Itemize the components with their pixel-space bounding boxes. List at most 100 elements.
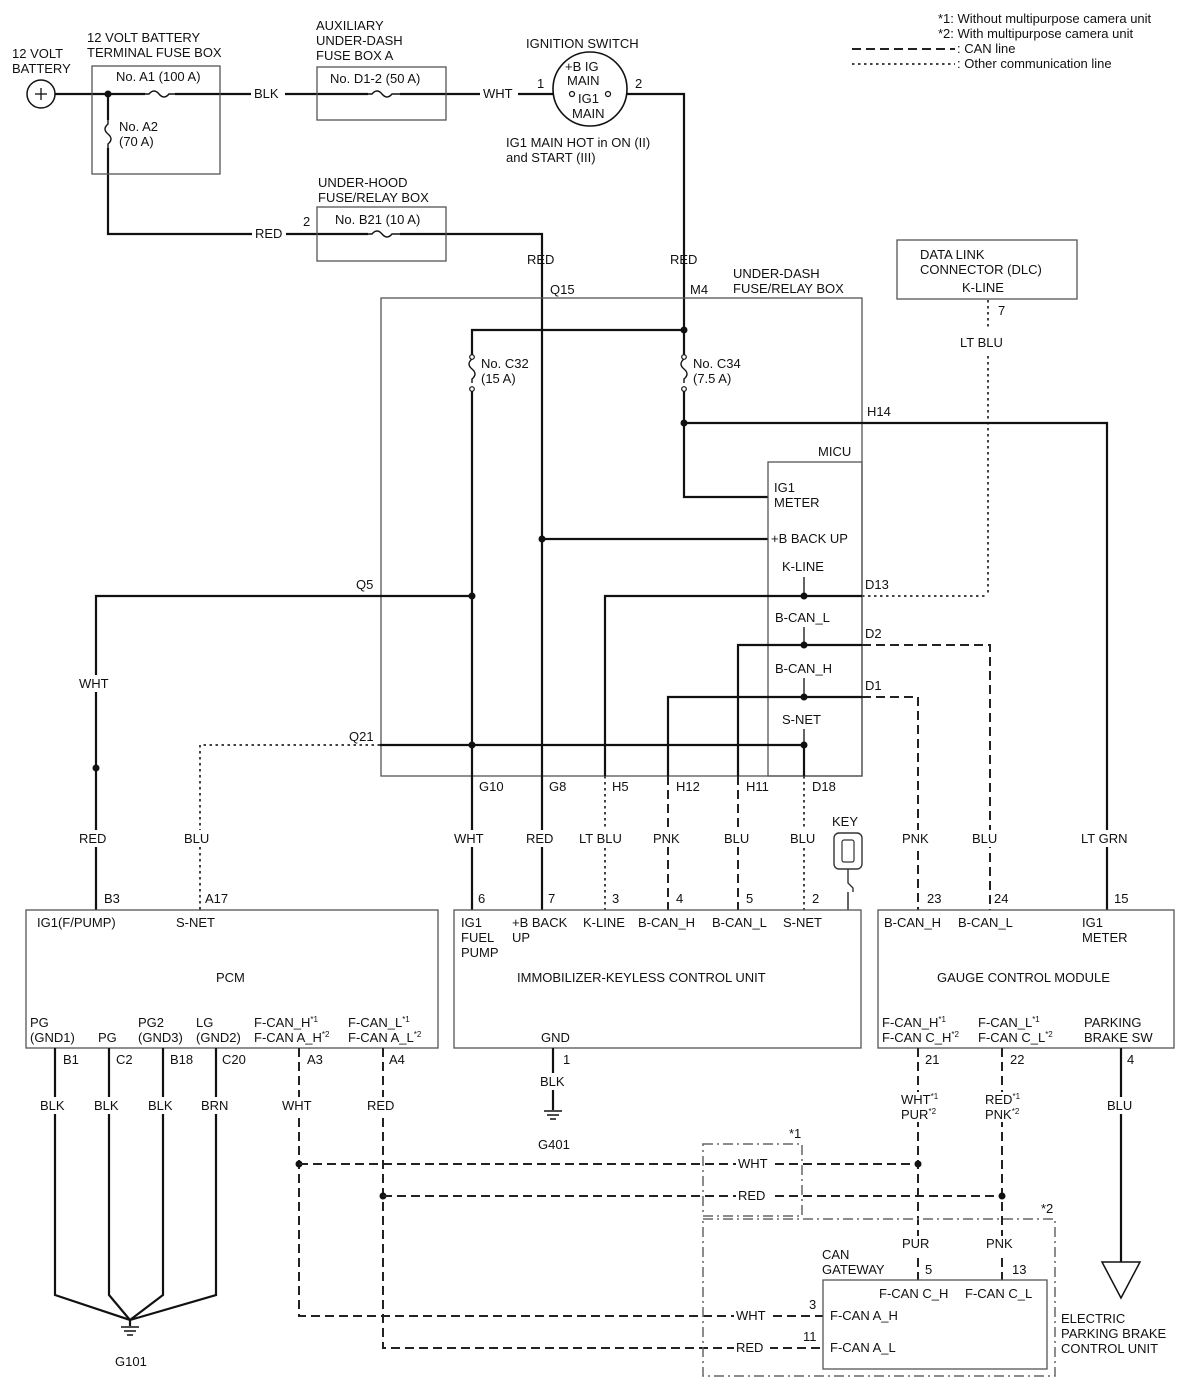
immo-pin-6: 6 <box>478 891 485 906</box>
pcm-pin-a17: A17 <box>205 891 228 906</box>
option-2-wht: WHT <box>736 1308 766 1323</box>
fuse-d1-2-label: No. D1-2 (50 A) <box>330 71 420 86</box>
pcm-module: B3 A17 IG1(F/PUMP) S-NET PCM PG (GND1) P… <box>25 891 439 1067</box>
hood-fuse-box-title-1: UNDER-HOOD <box>318 175 408 190</box>
gauge-bcan-l: B-CAN_L <box>958 915 1013 930</box>
pin-d1: D1 <box>865 678 882 693</box>
immobilizer-module: 6 7 3 4 5 2 IG1 FUEL PUMP +B BACK UP K-L… <box>453 891 862 1152</box>
immo-ig1: IG1 <box>461 915 482 930</box>
pcm-fcan-l1: F-CAN_L <box>348 1015 402 1030</box>
ig-pin-2: 2 <box>635 76 642 91</box>
battery: 12 VOLT BATTERY <box>12 46 71 109</box>
ig-pin-1: 1 <box>537 76 544 91</box>
micu-title: MICU <box>818 444 851 459</box>
fuse-c32-rating: (15 A) <box>481 371 516 386</box>
pin-d2: D2 <box>865 626 882 641</box>
gauge-meter: METER <box>1082 930 1128 945</box>
pcm-ground-wires: G101 BLK BLK BLK BRN <box>38 1048 233 1369</box>
gauge-ig1: IG1 <box>1082 915 1103 930</box>
wire-label-blk-b1: BLK <box>40 1098 65 1113</box>
immo-pin-7: 7 <box>548 891 555 906</box>
fuse-a1-label: No. A1 (100 A) <box>116 69 201 84</box>
fuse-c34-label: No. C34 <box>693 356 741 371</box>
svg-text:F-CAN_H*1: F-CAN_H*1 <box>882 1015 946 1030</box>
pin-h5: H5 <box>612 779 629 794</box>
pcm-lg: LG <box>196 1015 213 1030</box>
ignition-switch-title: IGNITION SWITCH <box>526 36 639 51</box>
dash-fuse-box-title-2: FUSE/RELAY BOX <box>733 281 844 296</box>
micu-kline: K-LINE <box>782 559 824 574</box>
wire-label-blk-top: BLK <box>254 86 279 101</box>
gateway-pin-13: 13 <box>1012 1262 1026 1277</box>
option-box-1-label: *1 <box>789 1126 801 1141</box>
can-gateway-title-2: GATEWAY <box>822 1262 885 1277</box>
pin-q21: Q21 <box>349 729 374 744</box>
svg-text:WHT*1: WHT*1 <box>901 1092 939 1107</box>
immo-fuel: FUEL <box>461 930 494 945</box>
pcm-fcan-l2: F-CAN A_L <box>348 1030 414 1045</box>
legend-note-1: *1: Without multipurpose camera unit <box>938 11 1152 26</box>
epb-line-2: PARKING BRAKE <box>1061 1326 1167 1341</box>
epb-connector-triangle <box>1100 1261 1142 1300</box>
epb-line-1: ELECTRIC <box>1061 1311 1125 1326</box>
pin-g10: G10 <box>479 779 504 794</box>
hood-fuse-box-title-2: FUSE/RELAY BOX <box>318 190 429 205</box>
can-gateway-title-1: CAN <box>822 1247 849 1262</box>
wire-label-pnk-gw: PNK <box>986 1236 1013 1251</box>
epb-line-3: CONTROL UNIT <box>1061 1341 1158 1356</box>
wire-label-pnk-h12: PNK <box>653 831 680 846</box>
pin-q15: Q15 <box>550 282 575 297</box>
pcm-snet: S-NET <box>176 915 215 930</box>
gauge-fcan-h2: F-CAN C_H <box>882 1030 951 1045</box>
pcm-pin-b1: B1 <box>63 1052 79 1067</box>
dlc-title-2: CONNECTOR (DLC) <box>920 262 1042 277</box>
immo-kline: K-LINE <box>583 915 625 930</box>
aux-fuse-box-title-2: UNDER-DASH <box>316 33 403 48</box>
wire-label-pnk-22: PNK <box>985 1107 1012 1122</box>
fuse-d1-2-symbol <box>368 90 400 98</box>
immo-gnd: GND <box>541 1030 570 1045</box>
gauge-fcan-l2-note: *2 <box>1045 1030 1053 1039</box>
pcm-ig1: IG1(F/PUMP) <box>37 915 116 930</box>
dash-fuse-box-title-1: UNDER-DASH <box>733 266 820 281</box>
pin-g8: G8 <box>549 779 566 794</box>
option-box-2 <box>702 1218 1056 1377</box>
terminal-fuse-box: 12 VOLT BATTERY TERMINAL FUSE BOX No. A1… <box>87 30 222 175</box>
wire-label-red-q15: RED <box>527 252 554 267</box>
gauge-control-module: 23 24 15 B-CAN_H B-CAN_L IG1 METER GAUGE… <box>877 891 1175 1067</box>
gauge-pin-22: 22 <box>1010 1052 1024 1067</box>
dlc-pin-7: 7 <box>998 303 1005 318</box>
ground-g401: G401 <box>538 1137 570 1152</box>
wire-label-blu-h11: BLU <box>724 831 749 846</box>
legend-other-line-text: : Other communication line <box>957 56 1112 71</box>
can-gateway: CAN GATEWAY 5 13 F-CAN C_H F-CAN C_L 3 F… <box>803 1247 1048 1370</box>
pin-m4: M4 <box>690 282 708 297</box>
fuse-c32-label: No. C32 <box>481 356 529 371</box>
gauge-pin-24: 24 <box>994 891 1008 906</box>
pcm-fcan-h1-note: *1 <box>310 1015 318 1024</box>
micu-bcan-h: B-CAN_H <box>775 661 832 676</box>
gauge-fcan-l1: F-CAN_L <box>978 1015 1032 1030</box>
gateway-fcan-ch: F-CAN C_H <box>879 1286 948 1301</box>
wire-label-blu-d18: BLU <box>790 831 815 846</box>
pcm-fcan-h2-note: *2 <box>322 1030 330 1039</box>
fuse-b21-symbol <box>368 230 400 238</box>
wire-color-labels: WHT RED BLU WHT RED LT BLU PNK BLU BLU P… <box>77 675 1133 847</box>
fuse-a2-label: No. A2 <box>119 119 158 134</box>
fuse-a2-rating: (70 A) <box>119 134 154 149</box>
svg-text:F-CAN_H*1: F-CAN_H*1 <box>254 1015 318 1030</box>
gateway-pin-3: 3 <box>809 1297 816 1312</box>
ig-pos-ig1: IG1 <box>578 91 599 106</box>
pin-d13: D13 <box>865 577 889 592</box>
immo-pin-2: 2 <box>812 891 819 906</box>
immo-pump: PUMP <box>461 945 499 960</box>
wire-label-blu-24: BLU <box>972 831 997 846</box>
gauge-title: GAUGE CONTROL MODULE <box>937 970 1110 985</box>
gauge-fcan-h2-note: *2 <box>951 1030 959 1039</box>
gauge-pin-21: 21 <box>925 1052 939 1067</box>
svg-text:F-CAN_L*1: F-CAN_L*1 <box>978 1015 1040 1030</box>
option-box-2-label: *2 <box>1041 1201 1053 1216</box>
underhood-fuse-box: UNDER-HOOD FUSE/RELAY BOX No. B21 (10 A)… <box>303 175 447 262</box>
wire-label-blk-gnd: BLK <box>540 1074 565 1089</box>
ig-pos-b-ig: +B IG <box>565 59 599 74</box>
